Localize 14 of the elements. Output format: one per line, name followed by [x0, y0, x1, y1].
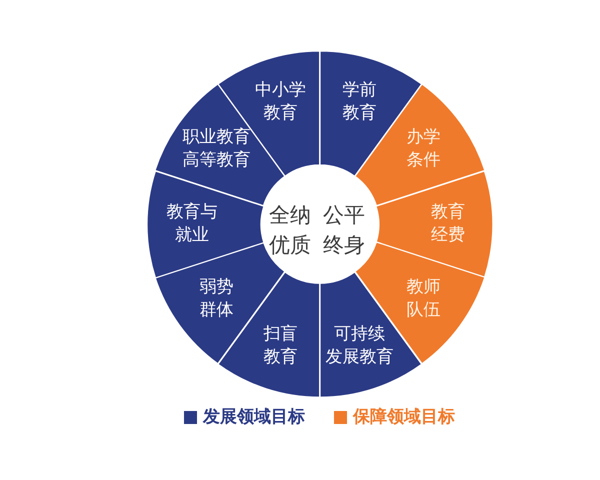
legend-label: 保障领域目标 — [353, 407, 455, 427]
segment-label: 扫盲教育 — [263, 322, 298, 369]
segment-label: 可持续发展教育 — [326, 322, 394, 369]
segment-label: 教育与就业 — [166, 200, 218, 247]
segment-label: 教师队伍 — [406, 276, 441, 322]
center-label: 全纳优质 — [269, 202, 311, 259]
segment-label: 中小学教育 — [254, 79, 306, 126]
legend-label: 发展领域目标 — [203, 407, 305, 427]
segment-label: 教育经费 — [430, 200, 465, 247]
segment-label: 弱势群体 — [199, 276, 234, 322]
center-label: 公平终身 — [323, 202, 365, 259]
segment-label: 职业教育高等教育 — [182, 126, 250, 172]
segment-label: 办学条件 — [406, 126, 441, 172]
segment-label: 学前教育 — [342, 79, 377, 126]
